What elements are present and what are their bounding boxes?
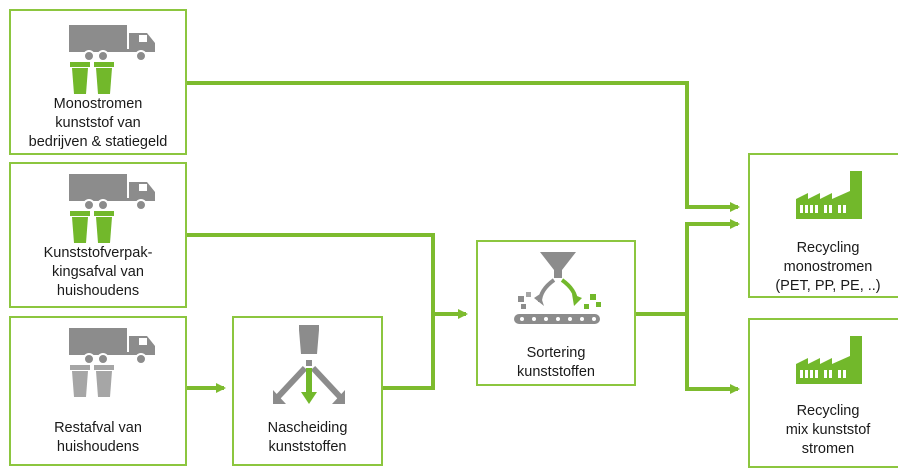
node-label-line: Nascheiding	[267, 420, 348, 436]
node-label-line: stromen	[801, 441, 855, 457]
edge-sortering-to-recycling-mono	[636, 219, 740, 316]
truck-icon	[69, 25, 155, 62]
edge-sortering-to-recycling-mix	[636, 312, 740, 394]
grey-bins-icon	[70, 365, 114, 397]
node-label-line: monostromen	[783, 259, 873, 275]
node-label-line: Restafval van	[54, 420, 142, 436]
node-recycling-mix: Recycling mix kunststof stromen	[748, 318, 898, 468]
node-label-line: Monostromen	[53, 96, 143, 112]
truck-icon	[69, 328, 155, 365]
node-label-line: Recycling	[796, 240, 860, 256]
factory-icon	[796, 171, 862, 219]
factory-icon	[796, 336, 862, 384]
node-sortering: Sortering kunststoffen	[476, 240, 636, 386]
node-label-line: (PET, PP, PE, ..)	[775, 278, 881, 294]
node-kunststofverpakkingsafval: Kunststofverpak- kingsafval van huishoud…	[9, 162, 187, 308]
node-label-line: huishoudens	[56, 439, 140, 455]
edge-nascheiding-to-sortering	[383, 314, 435, 390]
node-nascheiding: Nascheiding kunststoffen	[232, 316, 383, 466]
node-label-line: bedrijven & statiegeld	[28, 134, 168, 150]
green-bins-icon	[70, 62, 114, 94]
node-label-line: Kunststofverpak-	[43, 245, 153, 261]
node-label-line: Recycling	[796, 403, 860, 419]
node-label-line: huishoudens	[56, 283, 140, 299]
node-label-line: kunststoffen	[517, 364, 595, 380]
edge-monostromen-to-recycling-mono	[187, 81, 740, 212]
node-label-line: mix kunststof	[785, 422, 871, 438]
node-recycling-monostromen: Recycling monostromen (PET, PP, PE, ..)	[748, 153, 898, 298]
node-label-line: kunststof van	[55, 115, 141, 131]
sorting-conveyor-icon	[514, 252, 601, 324]
node-label-line: kunststoffen	[268, 439, 347, 455]
green-bins-icon	[70, 211, 114, 243]
separation-funnel-icon	[273, 325, 345, 404]
node-monostromen: Monostromen kunststof van bedrijven & st…	[9, 9, 187, 155]
node-label-line: kingsafval van	[52, 264, 144, 280]
node-label-line: Sortering	[526, 345, 586, 361]
truck-icon	[69, 174, 155, 211]
edge-kunststofverpakkingsafval-to-sortering	[187, 233, 468, 319]
node-restafval: Restafval van huishoudens	[9, 316, 187, 466]
